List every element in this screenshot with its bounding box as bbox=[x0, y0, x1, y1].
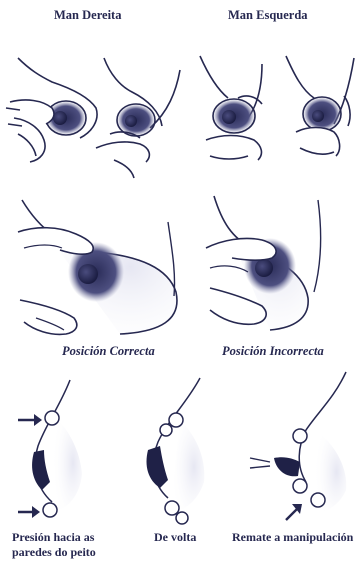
incorrect-position-illustration bbox=[206, 196, 321, 330]
press-step-illustration bbox=[18, 380, 82, 518]
right-hand-view-2 bbox=[96, 58, 180, 178]
finish-step-illustration bbox=[250, 372, 346, 520]
left-hand-view-2 bbox=[286, 56, 354, 156]
roll-step-illustration bbox=[147, 378, 205, 524]
right-hand-view-1 bbox=[6, 58, 97, 162]
left-hand-view-1 bbox=[200, 56, 262, 160]
correct-position-illustration bbox=[18, 200, 177, 334]
